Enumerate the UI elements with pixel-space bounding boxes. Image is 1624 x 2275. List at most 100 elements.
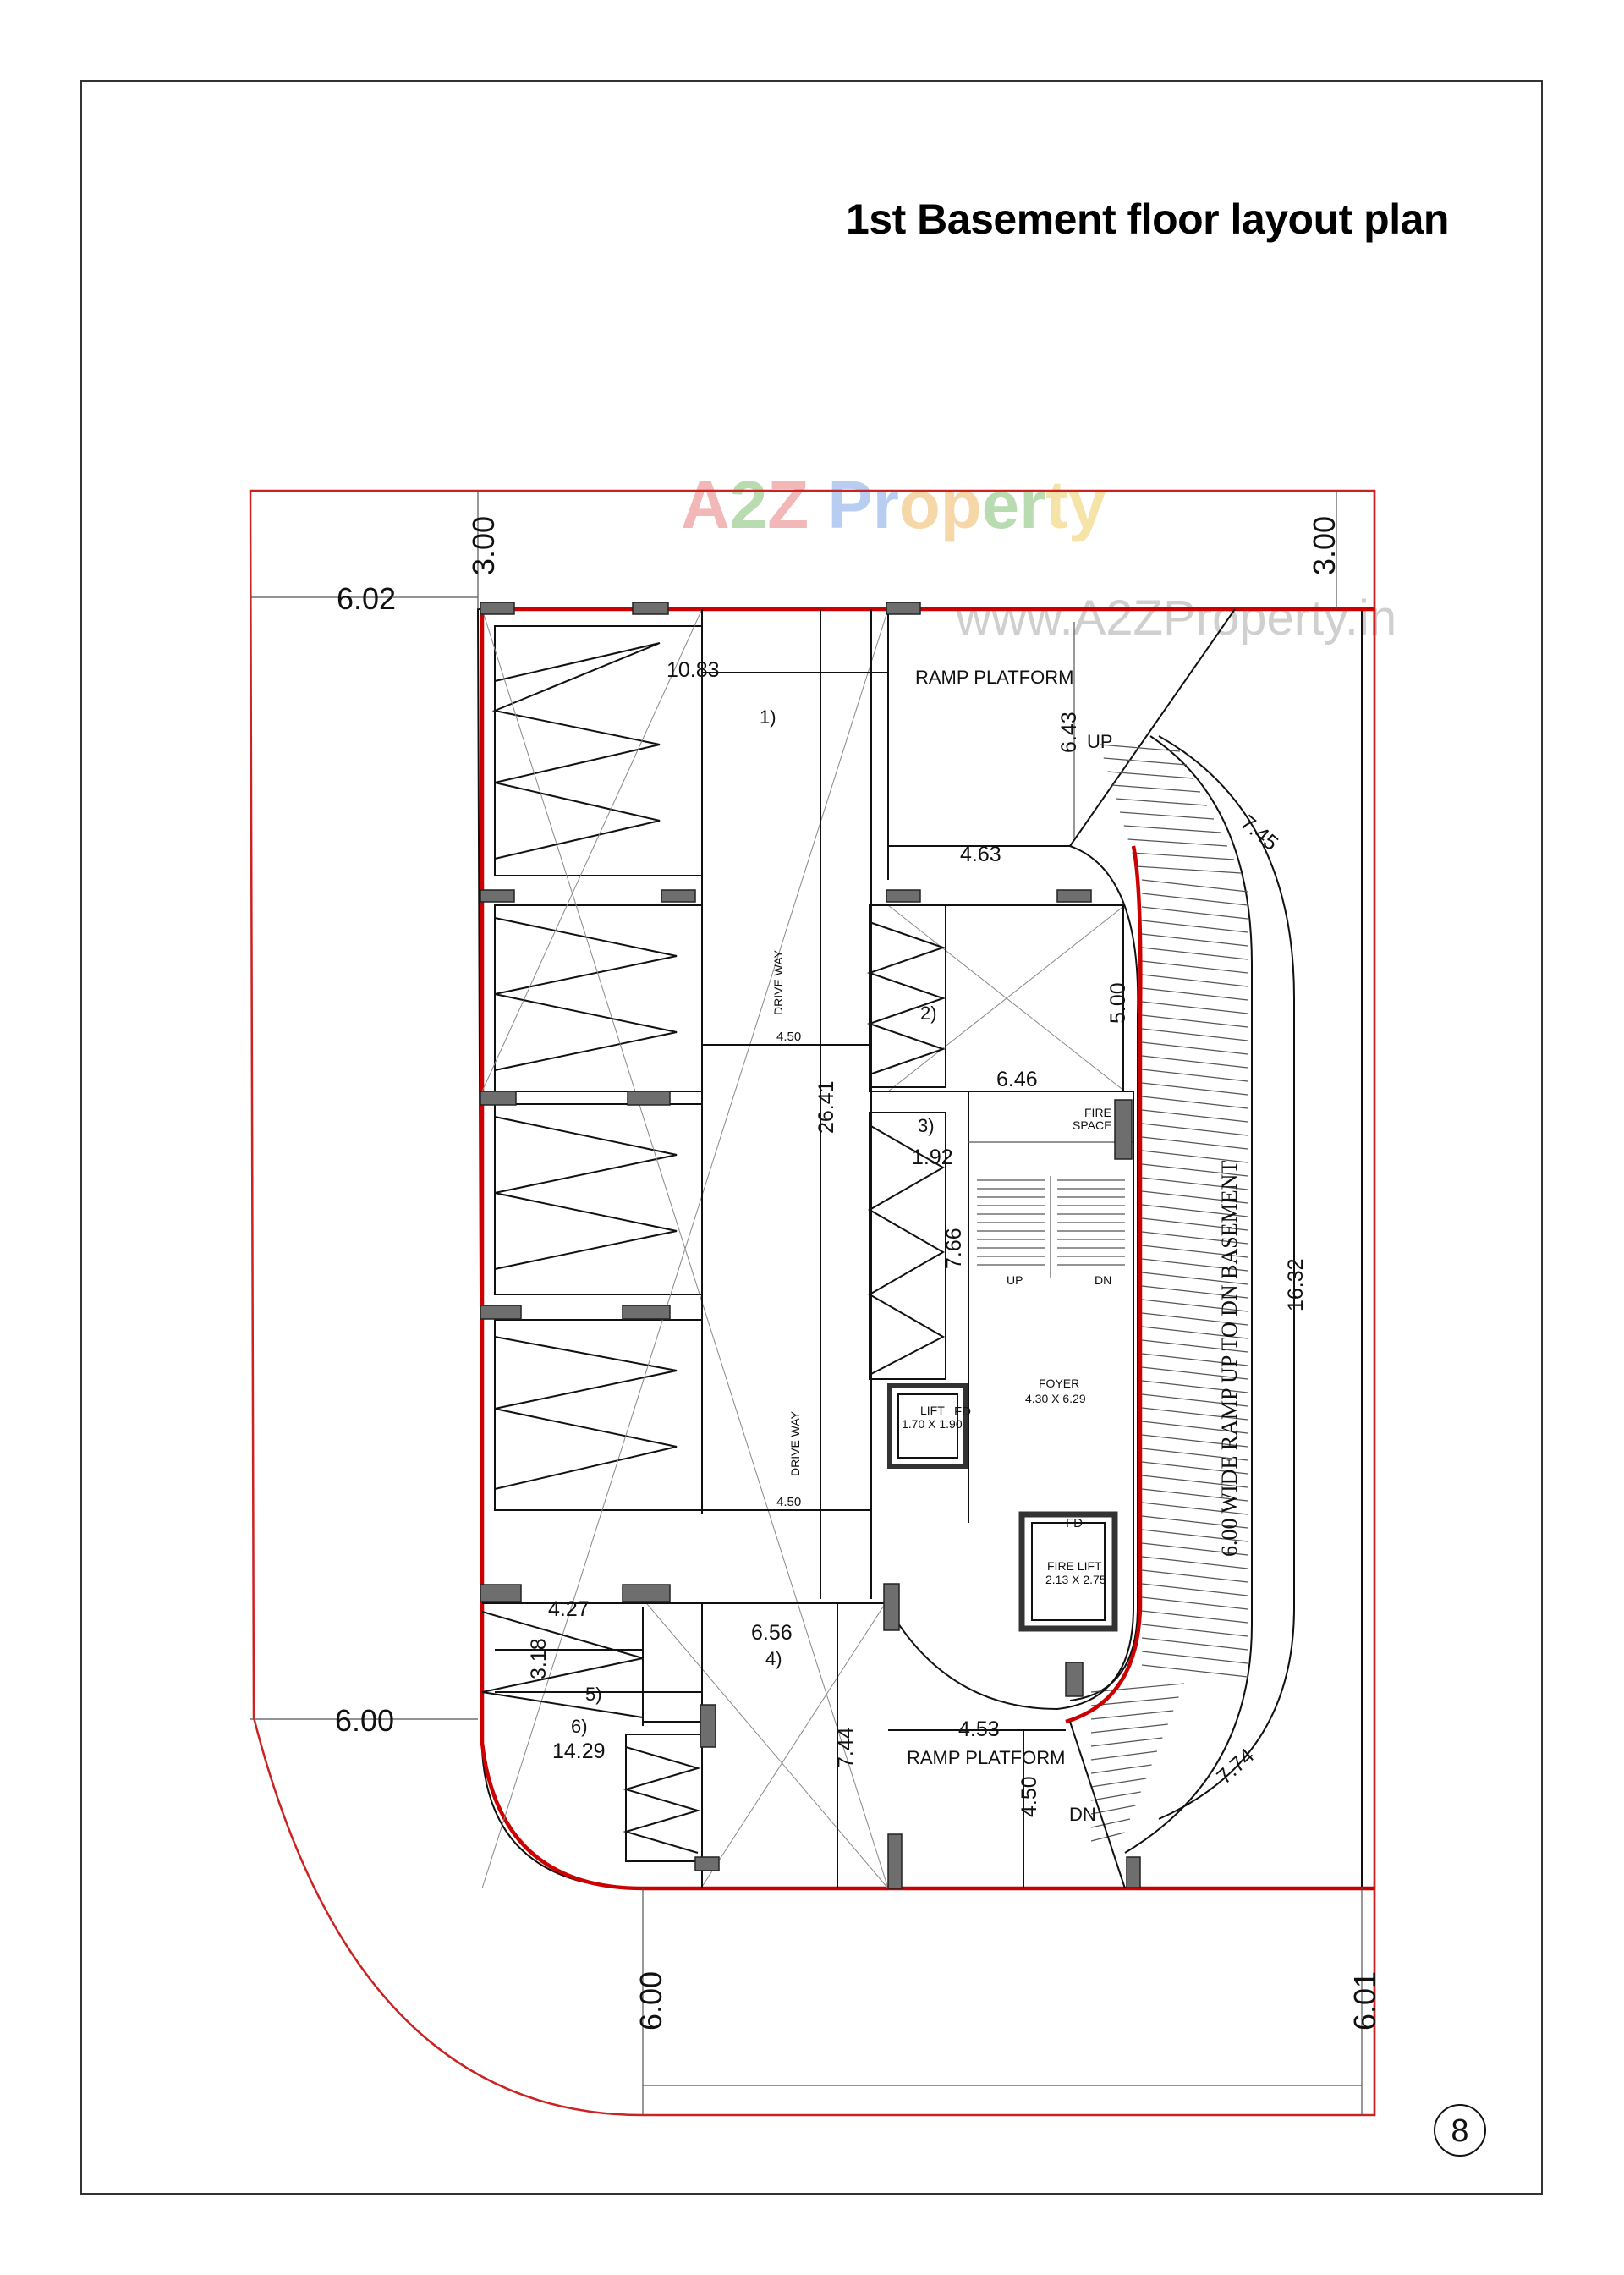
ramp-stripe	[1132, 852, 1235, 860]
ramp-stripe	[1141, 1583, 1248, 1596]
ramp-stripe	[1141, 1624, 1248, 1637]
ramp-stripe	[1090, 1737, 1163, 1747]
ramp-stripe	[1141, 1041, 1248, 1055]
ramp-stripe	[1141, 1055, 1248, 1069]
ramp-stripe	[1141, 933, 1248, 947]
ramp-stripe	[1141, 1610, 1248, 1624]
dim-10-83: 10.83	[667, 658, 720, 682]
ramp-stripe	[1107, 771, 1194, 779]
ramp-stripe	[1141, 1434, 1248, 1448]
column	[1065, 1662, 1084, 1697]
marker-4: 4)	[765, 1648, 782, 1669]
dim-6-46: 6.46	[996, 1068, 1038, 1091]
label-fire-lift-size: 2.13 X 2.75	[1045, 1573, 1106, 1586]
setback-top-right: 3.00	[1307, 516, 1341, 575]
ramp-stripe	[1141, 947, 1248, 960]
structural-columns	[480, 602, 1141, 1889]
marker-1: 1)	[760, 706, 776, 728]
stairs	[977, 1179, 1125, 1266]
ramp-stripe	[1141, 1326, 1248, 1339]
ramp-platform-top	[888, 608, 1236, 847]
ramp-stripes	[1090, 744, 1248, 1842]
ramp-stripe	[1090, 1791, 1141, 1801]
ramp-stripe	[1090, 1696, 1179, 1706]
building-outline	[476, 607, 1374, 1891]
marker-6: 6)	[571, 1716, 588, 1737]
column	[480, 889, 515, 903]
label-fire-lift: FIRE LIFT	[1047, 1559, 1102, 1573]
dim-14-29: 14.29	[552, 1739, 606, 1763]
column	[1056, 889, 1092, 903]
setback-dimensions	[250, 491, 1363, 2115]
column	[622, 1305, 671, 1320]
ramp-stripe	[1136, 865, 1242, 874]
ramp-stripe	[1141, 1569, 1248, 1583]
setback-left-top: 6.02	[337, 581, 396, 616]
dim-1-92: 1.92	[912, 1146, 953, 1169]
column	[480, 1091, 517, 1106]
ramp-stripe	[1090, 1683, 1185, 1693]
ramp-stripe	[1090, 1764, 1152, 1774]
ramp-stripe	[1141, 1109, 1248, 1123]
ramp-stripe	[1141, 1285, 1248, 1299]
ramp-stripe	[1099, 744, 1181, 752]
setback-bottom-left: 6.00	[634, 1971, 668, 2030]
ramp-stripe	[1141, 1664, 1248, 1678]
label-fire-space-1: FIRE	[1084, 1106, 1111, 1119]
parking-stalls-left	[491, 625, 703, 1511]
dim-4-50-mid: 4.50	[776, 1495, 801, 1509]
curved-core-wall-outer	[1065, 845, 1143, 1724]
lift	[887, 1383, 968, 1469]
ramp-stripe	[1141, 1082, 1248, 1096]
dim-4-53: 4.53	[958, 1717, 1000, 1741]
dim-4-27: 4.27	[548, 1597, 590, 1621]
ramp-stripe	[1141, 1380, 1248, 1393]
ramp-stripe	[1119, 811, 1215, 820]
ramp-stripe	[1141, 1231, 1248, 1245]
setback-top-left: 3.00	[466, 516, 501, 575]
column	[887, 1833, 903, 1889]
ramp-stripe	[1141, 1651, 1248, 1664]
ramp-stripe	[1141, 1163, 1248, 1177]
marker-2: 2)	[920, 1003, 937, 1024]
ramp-stripe	[1141, 1190, 1248, 1204]
page-number: 8	[1451, 2113, 1468, 2149]
ramp-stripe	[1090, 1818, 1131, 1828]
column	[1126, 1856, 1141, 1888]
label-ramp-platform-top: RAMP PLATFORM	[915, 667, 1073, 688]
ramp-stripe	[1141, 1272, 1248, 1285]
label-stair-up: UP	[1007, 1273, 1023, 1287]
ramp-stripe	[1141, 960, 1248, 974]
ramp-stripe	[1103, 757, 1188, 766]
label-drive-way-1: DRIVE WAY	[771, 949, 785, 1015]
label-fd-1: FD	[954, 1404, 971, 1419]
column	[694, 1856, 720, 1871]
ramp-stripe	[1141, 1028, 1248, 1041]
ramp-stripe	[1127, 838, 1228, 847]
ramp-stripe	[1141, 1393, 1248, 1407]
label-ramp-up: UP	[1087, 731, 1113, 752]
construction-lines	[481, 608, 1126, 1889]
setback-left-bottom: 6.00	[335, 1703, 394, 1738]
dim-7-44: 7.44	[834, 1727, 858, 1768]
label-stair-dn: DN	[1095, 1273, 1111, 1287]
dim-5-00: 5.00	[1106, 982, 1130, 1024]
setback-bottom-right: 6.01	[1347, 1971, 1382, 2030]
label-drive-way-2: DRIVE WAY	[788, 1410, 802, 1476]
ramp-stripe	[1141, 1258, 1248, 1272]
curved-core-wall	[887, 1514, 1134, 1711]
column	[480, 1584, 522, 1602]
ramp-stripe	[1141, 906, 1248, 920]
ramp-stripe	[1141, 1542, 1248, 1556]
ramp-stripe	[1090, 1750, 1158, 1761]
label-fire-space-2: SPACE	[1073, 1118, 1111, 1132]
ramp-stripe	[1141, 974, 1248, 987]
label-lift: LIFT	[920, 1404, 945, 1417]
marker-5: 5)	[585, 1684, 602, 1705]
drive-way	[701, 609, 889, 1599]
fire-lift	[1018, 1511, 1118, 1632]
dim-4-63: 4.63	[960, 843, 1001, 866]
ramp-stripe	[1141, 1014, 1248, 1028]
ramp-stripe	[1141, 1366, 1248, 1380]
ramp-stripe	[1111, 784, 1201, 793]
